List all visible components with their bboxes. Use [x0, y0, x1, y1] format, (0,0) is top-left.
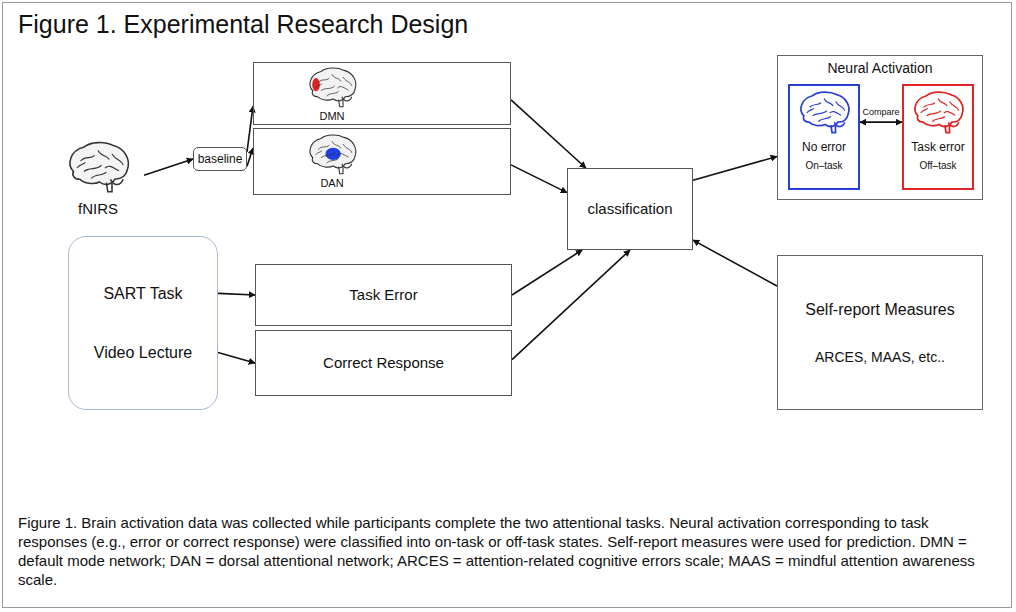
- brain-icon: [63, 140, 133, 196]
- node-label: baseline: [198, 152, 243, 166]
- brain-icon: [303, 66, 361, 110]
- response-box: Task Error: [255, 264, 512, 326]
- arrow-connector: [693, 157, 777, 181]
- brain-icon: [303, 133, 361, 177]
- arrow-connector: [511, 100, 586, 168]
- arrow-connector: [512, 250, 582, 295]
- process-box: baseline: [193, 147, 247, 171]
- node-sublabel: Off–task: [919, 160, 956, 172]
- figure-title: Figure 1. Experimental Research Design: [18, 10, 468, 39]
- node-label: Correct Response: [323, 354, 444, 372]
- arrow-connector: [218, 353, 255, 363]
- arrow-connector: [693, 240, 777, 286]
- node-label: DMN: [319, 110, 344, 123]
- state-box: No errorOn–task: [788, 84, 860, 190]
- brain-icon: [794, 90, 854, 136]
- measures-box: Self-report MeasuresARCES, MAAS, etc..: [777, 255, 983, 410]
- sensor-icon: fNIRS: [52, 140, 144, 224]
- node-label: Self-report Measures: [805, 300, 954, 319]
- arrow-connector: [218, 293, 255, 295]
- node-label: DAN: [320, 177, 343, 190]
- response-box: Correct Response: [255, 330, 512, 396]
- node-label: Task error: [911, 140, 964, 154]
- task-box: SART TaskVideo Lecture: [68, 236, 218, 410]
- arrow-connector: [144, 159, 193, 175]
- node-label: No error: [802, 140, 846, 154]
- brain-icon: [908, 90, 968, 136]
- process-box: classification: [567, 168, 693, 250]
- state-box: Task errorOff–task: [902, 84, 974, 190]
- node-label: SART Task: [103, 284, 182, 303]
- figure-caption: Figure 1. Brain activation data was coll…: [18, 513, 996, 589]
- arrow-connector: [860, 121, 902, 123]
- node-sublabel: On–task: [805, 160, 842, 172]
- node-label: Task Error: [349, 286, 417, 304]
- network-box: DMN: [253, 62, 511, 125]
- arrow-connector: [512, 250, 630, 360]
- edge-label: Compare: [861, 108, 900, 118]
- node-label: classification: [587, 200, 672, 218]
- result-box: Neural ActivationNo errorOn–taskTask err…: [777, 55, 983, 200]
- node-sublabel: Video Lecture: [94, 343, 192, 362]
- node-label: fNIRS: [78, 200, 118, 218]
- arrow-connector: [511, 165, 567, 193]
- node-sublabel: ARCES, MAAS, etc..: [815, 349, 945, 366]
- network-box: DAN: [253, 128, 511, 195]
- node-label: Neural Activation: [827, 60, 932, 77]
